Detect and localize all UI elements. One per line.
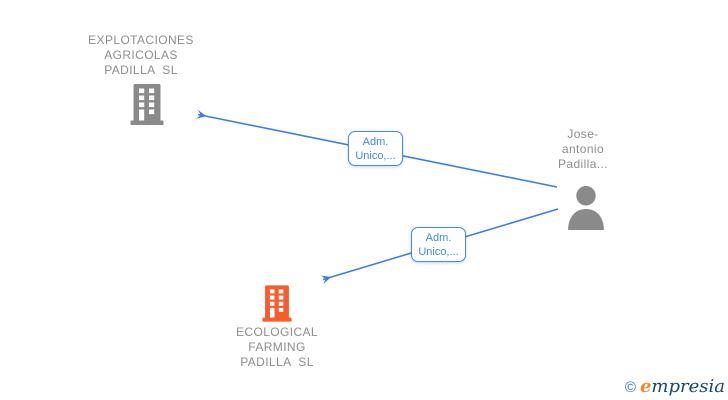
edge-label-line: Unico,...: [355, 150, 396, 162]
edge-label-line: Unico,...: [418, 246, 459, 258]
node-icon-jose-antonio-padilla[interactable]: [565, 185, 607, 235]
company-name-line: PADILLA SL: [240, 355, 314, 369]
company-name-line: EXPLOTACIONES: [88, 33, 194, 47]
empresia-brand-text: empresia: [640, 377, 725, 397]
person-icon: [568, 186, 604, 230]
company-name-line: FARMING: [248, 340, 306, 354]
building-icon: [262, 285, 292, 322]
node-icon-ecological-farming-padilla[interactable]: [262, 284, 292, 328]
empresia-logo: © empresia: [625, 377, 725, 397]
edge-label-line: Adm.: [425, 232, 452, 244]
edge-label-line: Adm.: [362, 136, 389, 148]
building-icon: [130, 84, 164, 125]
person-name-line: antonio: [561, 142, 605, 156]
person-name-line: Jose-: [567, 127, 599, 141]
node-label-explotaciones-agricolas-padilla[interactable]: EXPLOTACIONES AGRICOLAS PADILLA SL: [41, 33, 241, 78]
company-name-line: PADILLA SL: [104, 63, 178, 77]
brand-initial-letter: e: [639, 376, 652, 397]
copyright-icon: ©: [624, 378, 636, 396]
node-label-jose-antonio-padilla[interactable]: Jose- antonio Padilla...: [483, 127, 683, 172]
person-name-line: Padilla...: [557, 157, 609, 171]
node-label-ecological-farming-padilla[interactable]: ECOLOGICAL FARMING PADILLA SL: [177, 325, 377, 370]
node-icon-explotaciones-agricolas-padilla[interactable]: [130, 84, 164, 130]
edge-label-adm-unico-bottom[interactable]: Adm. Unico,...: [411, 227, 466, 262]
brand-rest-letters: mpresia: [651, 376, 725, 397]
company-name-line: AGRICOLAS: [104, 48, 178, 62]
company-name-line: ECOLOGICAL: [235, 325, 319, 339]
edge-label-adm-unico-top[interactable]: Adm. Unico,...: [348, 131, 403, 166]
